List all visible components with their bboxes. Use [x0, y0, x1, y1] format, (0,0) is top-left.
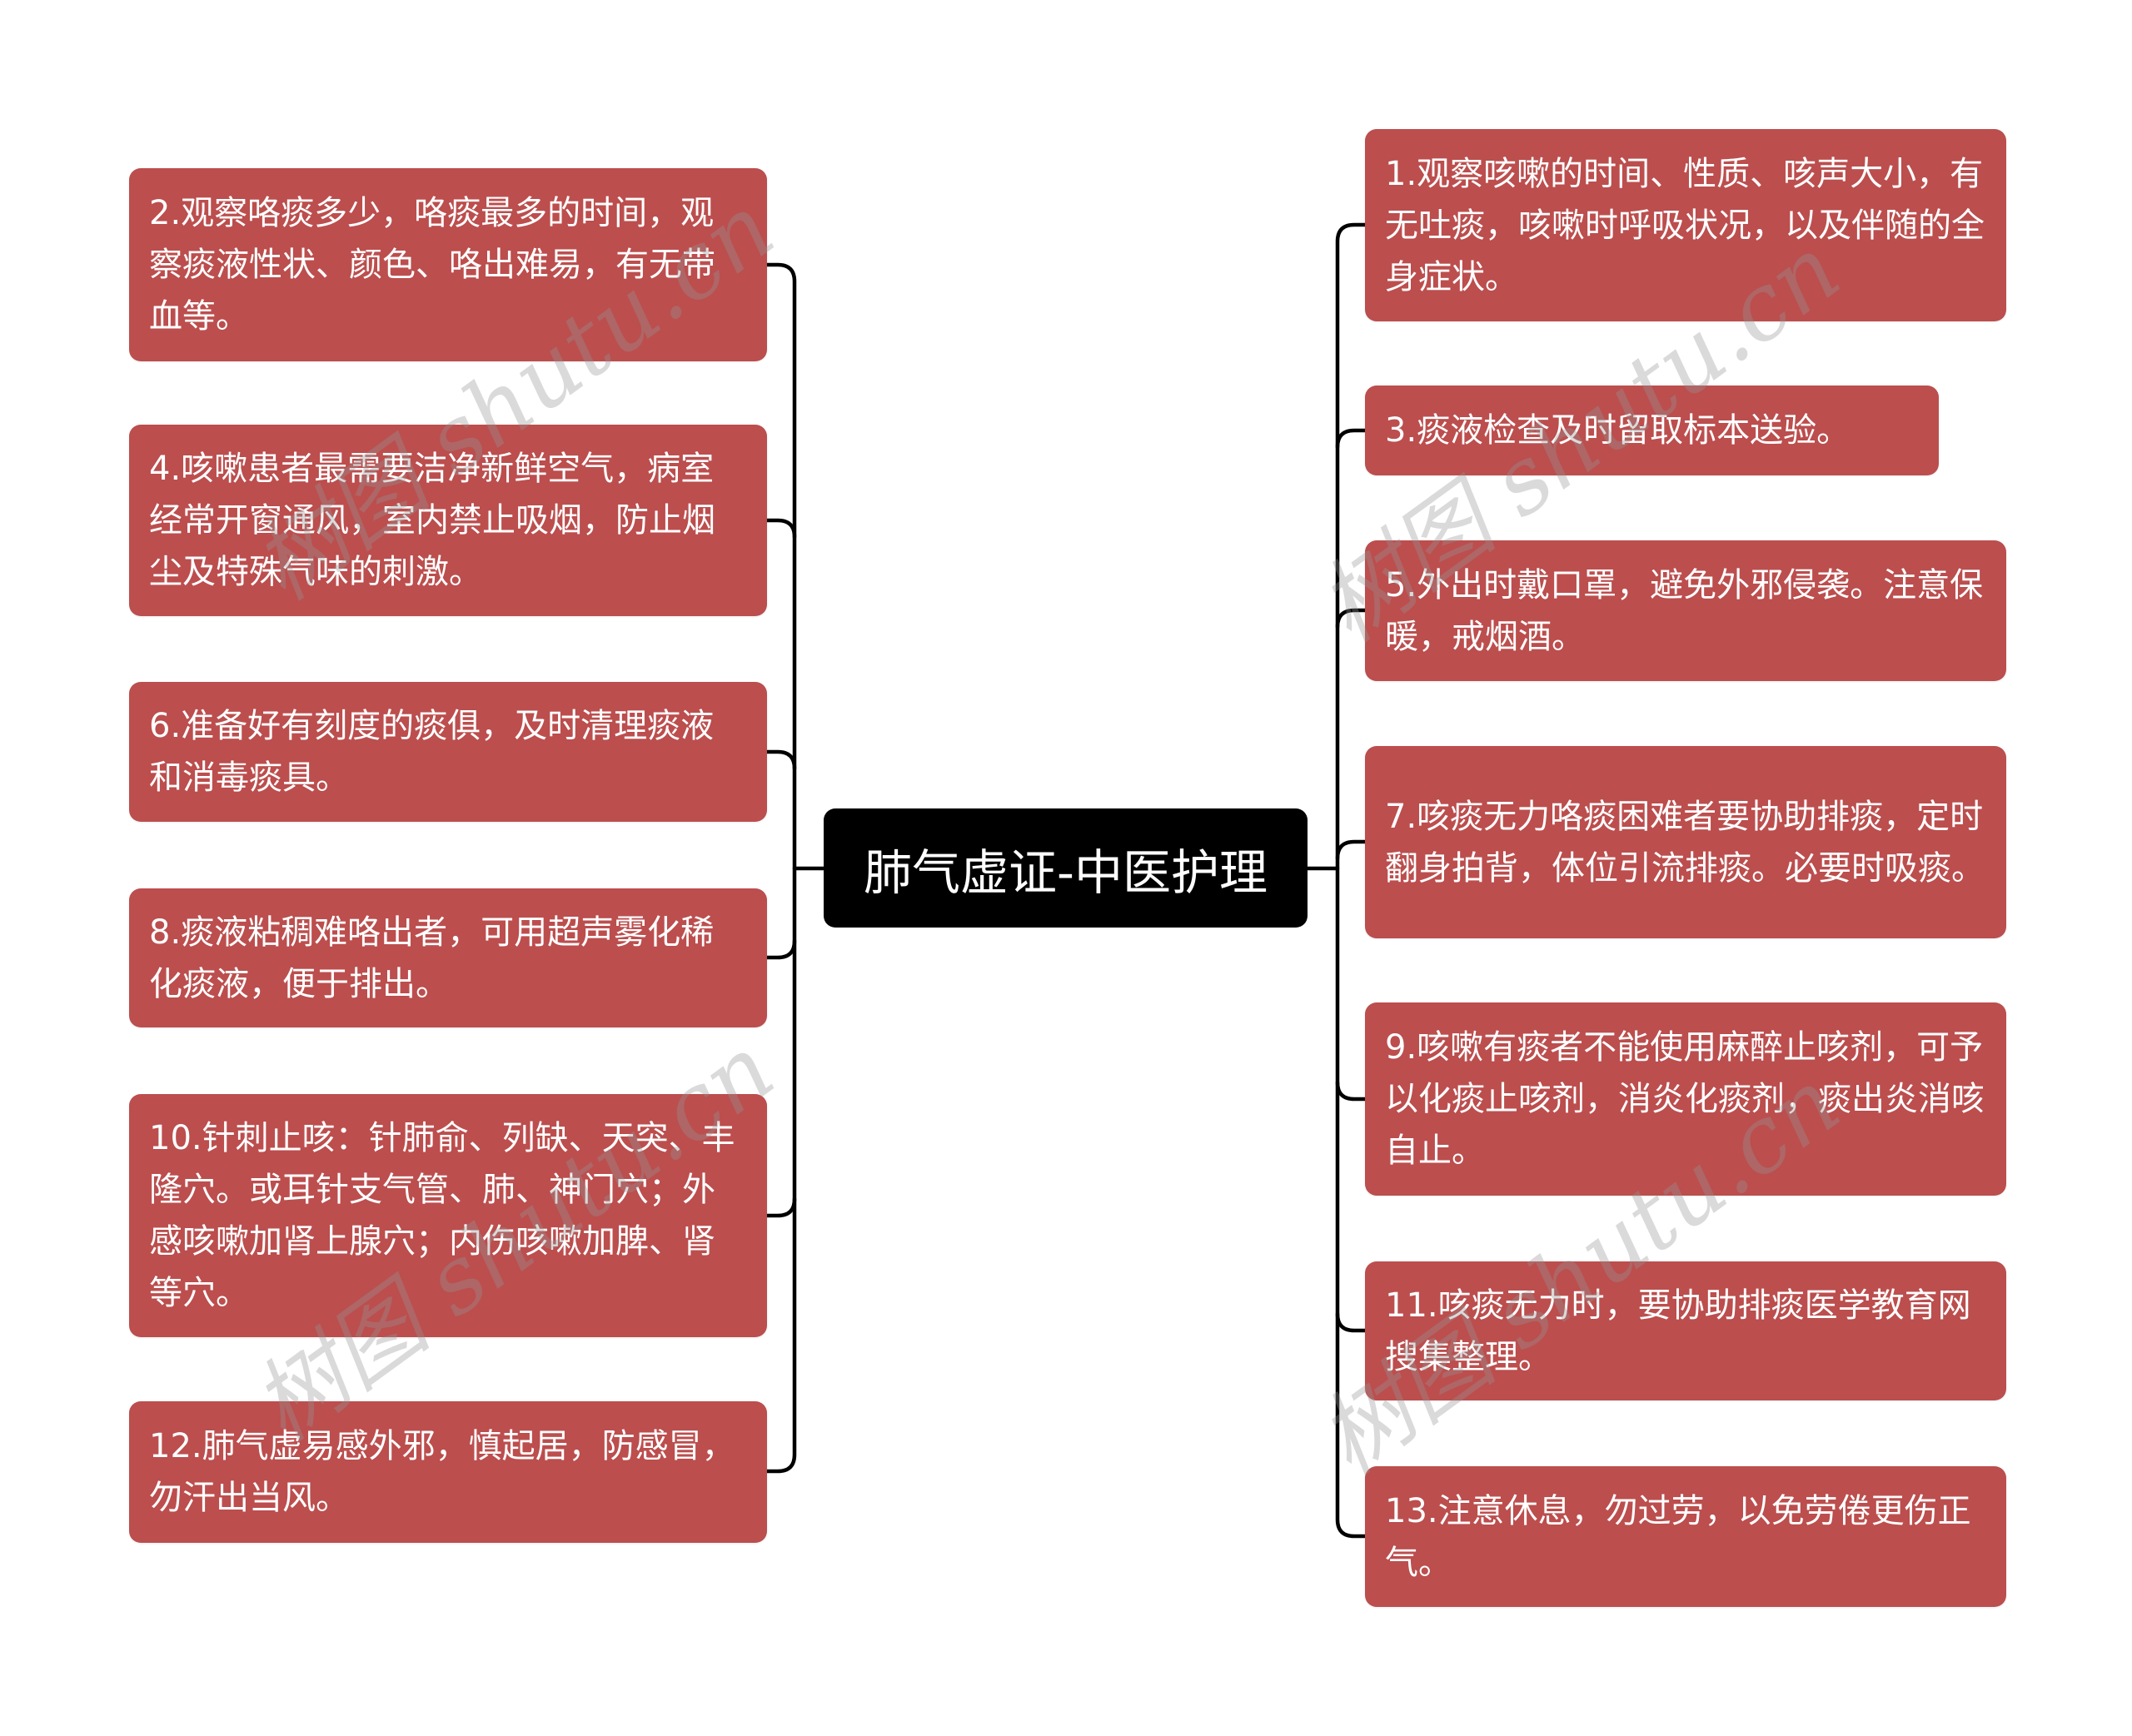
branch-node-13[interactable]: 13.注意休息，勿过劳，以免劳倦更伤正气。: [1365, 1466, 2006, 1607]
branch-node-text: 6.准备好有刻度的痰俱，及时清理痰液和消毒痰具。: [149, 707, 715, 797]
branch-node-3[interactable]: 3.痰液检查及时留取标本送验。: [1365, 386, 1939, 475]
root-topic[interactable]: 肺气虚证-中医护理: [824, 808, 1308, 928]
branch-node-text: 3.痰液检查及时留取标本送验。: [1385, 411, 1851, 450]
branch-node-text: 11.咳痰无力时，要协助排痰医学教育网搜集整理。: [1385, 1286, 1971, 1376]
branch-node-2[interactable]: 2.观察咯痰多少，咯痰最多的时间，观察痰液性状、颜色、咯出难易，有无带血等。: [129, 168, 767, 361]
branch-node-text: 7.咳痰无力咯痰困难者要协助排痰，定时翻身拍背，体位引流排痰。必要时吸痰。: [1385, 797, 1985, 888]
branch-node-text: 2.观察咯痰多少，咯痰最多的时间，观察痰液性状、颜色、咯出难易，有无带血等。: [149, 194, 715, 336]
branch-node-text: 4.咳嗽患者最需要洁净新鲜空气，病室经常开窗通风，室内禁止吸烟，防止烟尘及特殊气…: [149, 450, 715, 591]
branch-node-6[interactable]: 6.准备好有刻度的痰俱，及时清理痰液和消毒痰具。: [129, 682, 767, 822]
branch-node-text: 8.痰液粘稠难咯出者，可用超声雾化稀化痰液，便于排出。: [149, 913, 715, 1003]
branch-node-7[interactable]: 7.咳痰无力咯痰困难者要协助排痰，定时翻身拍背，体位引流排痰。必要时吸痰。: [1365, 746, 2006, 938]
branch-node-8[interactable]: 8.痰液粘稠难咯出者，可用超声雾化稀化痰液，便于排出。: [129, 888, 767, 1027]
branch-node-text: 12.肺气虚易感外邪，慎起居，防感冒，勿汗出当风。: [149, 1427, 735, 1517]
branch-node-text: 5.外出时戴口罩，避免外邪侵袭。注意保暖，戒烟酒。: [1385, 565, 1984, 656]
branch-node-12[interactable]: 12.肺气虚易感外邪，慎起居，防感冒，勿汗出当风。: [129, 1401, 767, 1543]
branch-node-5[interactable]: 5.外出时戴口罩，避免外邪侵袭。注意保暖，戒烟酒。: [1365, 540, 2006, 681]
branch-node-10[interactable]: 10.针刺止咳：针肺俞、列缺、天突、丰隆穴。或耳针支气管、肺、神门穴；外感咳嗽加…: [129, 1094, 767, 1337]
root-topic-label: 肺气虚证-中医护理: [864, 843, 1268, 901]
branch-node-4[interactable]: 4.咳嗽患者最需要洁净新鲜空气，病室经常开窗通风，室内禁止吸烟，防止烟尘及特殊气…: [129, 425, 767, 616]
branch-node-text: 1.观察咳嗽的时间、性质、咳声大小，有无吐痰，咳嗽时呼吸状况，以及伴随的全身症状…: [1385, 154, 1985, 296]
branch-node-11[interactable]: 11.咳痰无力时，要协助排痰医学教育网搜集整理。: [1365, 1261, 2006, 1400]
branch-node-text: 10.针刺止咳：针肺俞、列缺、天突、丰隆穴。或耳针支气管、肺、神门穴；外感咳嗽加…: [149, 1119, 735, 1312]
branch-node-1[interactable]: 1.观察咳嗽的时间、性质、咳声大小，有无吐痰，咳嗽时呼吸状况，以及伴随的全身症状…: [1365, 129, 2006, 321]
branch-node-text: 9.咳嗽有痰者不能使用麻醉止咳剂，可予以化痰止咳剂，消炎化痰剂，痰出炎消咳自止。: [1385, 1028, 1985, 1170]
branch-node-text: 13.注意休息，勿过劳，以免劳倦更伤正气。: [1385, 1491, 1971, 1582]
branch-node-9[interactable]: 9.咳嗽有痰者不能使用麻醉止咳剂，可予以化痰止咳剂，消炎化痰剂，痰出炎消咳自止。: [1365, 1002, 2006, 1196]
